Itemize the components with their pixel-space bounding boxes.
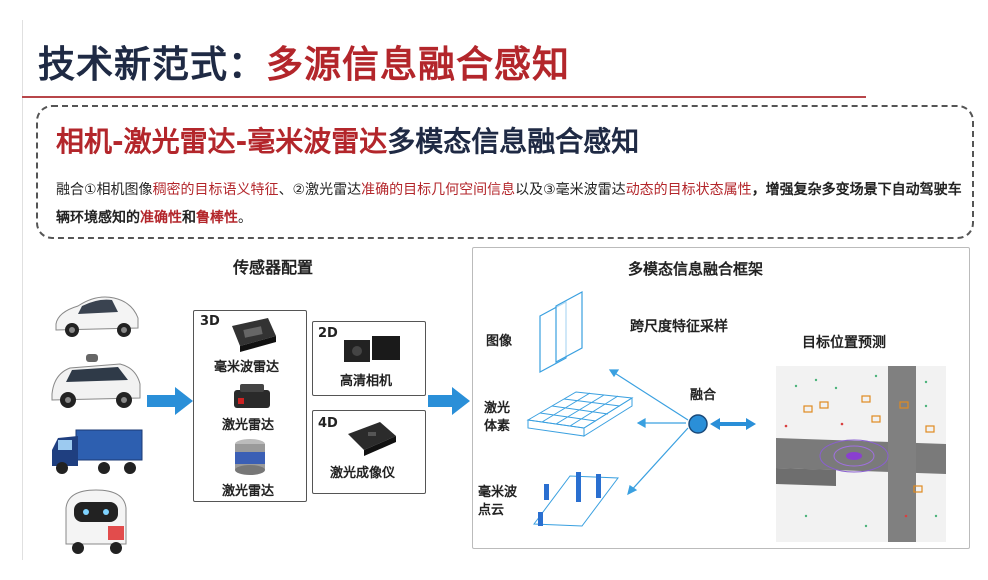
subtitle-camera: 相机 xyxy=(56,125,113,158)
image-feature-planes xyxy=(539,290,583,374)
desc-highlight: 准确性 xyxy=(140,210,182,226)
sensor-box-2d xyxy=(312,321,426,396)
subtitle-fusion: 多模态信息融合感知 xyxy=(387,125,640,158)
sensor-label: 高清相机 xyxy=(340,374,393,389)
summary-text: 融合①相机图像稠密的目标语义特征、②激光雷达准确的目标几何空间信息以及③毫米波雷… xyxy=(56,176,968,232)
mmwave-radar-icon xyxy=(232,318,276,352)
sensor-label: 毫米波雷达 xyxy=(214,360,280,375)
left-rule xyxy=(22,20,23,560)
framework-title: 多模态信息融合框架 xyxy=(628,260,764,278)
delivery-robot-icon xyxy=(65,489,127,554)
imaging-radar-icon xyxy=(348,422,396,456)
image-label: 图像 xyxy=(486,334,513,349)
sensor-label: 激光雷达 xyxy=(222,484,275,499)
desc-seg: 。 xyxy=(238,210,252,226)
bidirectional-arrow-icon xyxy=(710,418,756,430)
voxel-label: 激光 体素 xyxy=(484,401,511,434)
flow-arrow-icon xyxy=(428,387,470,415)
hd-camera-icon xyxy=(344,336,400,362)
minivan-icon xyxy=(51,354,141,408)
desc-highlight: 准确的目标几何空间信息 xyxy=(361,182,516,198)
radar-point-plane xyxy=(533,472,619,527)
subtitle-sep: - xyxy=(235,125,248,158)
title-underline xyxy=(22,96,866,98)
dim-label-4d: 4D xyxy=(318,416,338,431)
desc-seg: 、②激光雷达 xyxy=(278,182,362,198)
sedan-icon xyxy=(55,296,139,337)
prediction-label: 目标位置预测 xyxy=(802,335,886,351)
desc-highlight: 稠密的目标语义特征 xyxy=(152,182,279,198)
input-arrows xyxy=(608,369,689,496)
desc-highlight: 鲁棒性 xyxy=(196,210,238,226)
subtitle-sep: - xyxy=(112,125,124,158)
lidar-icon xyxy=(234,384,270,408)
voxel-grid xyxy=(526,391,634,437)
desc-seg: 融合①相机图像 xyxy=(56,182,153,198)
page-title: 技术新范式：多源信息融合感知 xyxy=(38,34,570,88)
desc-seg: ，增强复杂多变场景下自动驾驶车辆环境感知的 xyxy=(56,182,962,226)
title-prefix: 技术新范式： xyxy=(38,43,266,86)
subtitle-lidar: 激光雷达 xyxy=(123,125,236,158)
summary-heading: 相机-激光雷达-毫米波雷达多模态信息融合感知 xyxy=(56,120,639,160)
subtitle-radar: 毫米波雷达 xyxy=(247,125,388,158)
desc-seg: 以及③毫米波雷达 xyxy=(515,182,626,198)
summary-box xyxy=(36,105,974,239)
fusion-node xyxy=(688,414,708,434)
sampling-label: 跨尺度特征采样 xyxy=(630,319,728,335)
desc-highlight: 动态的目标状态属性 xyxy=(625,182,752,198)
sensor-label: 激光成像仪 xyxy=(330,466,396,481)
fusion-diagram xyxy=(526,290,756,527)
truck-icon xyxy=(52,429,143,474)
dim-label-2d: 2D xyxy=(318,326,338,341)
sensor-label: 激光雷达 xyxy=(222,418,275,433)
dim-label-3d: 3D xyxy=(200,314,220,329)
title-highlight: 多源信息融合感知 xyxy=(266,43,570,86)
flow-arrow-icon xyxy=(147,387,193,415)
desc-seg: 和 xyxy=(182,210,196,226)
vehicle-images xyxy=(51,296,143,554)
sensor-config-title: 传感器配置 xyxy=(233,258,314,277)
bev-prediction-map xyxy=(776,366,946,542)
fusion-label: 融合 xyxy=(690,388,717,403)
radar-points-label: 毫米波 点云 xyxy=(478,485,518,518)
spinning-lidar-icon xyxy=(235,439,265,475)
